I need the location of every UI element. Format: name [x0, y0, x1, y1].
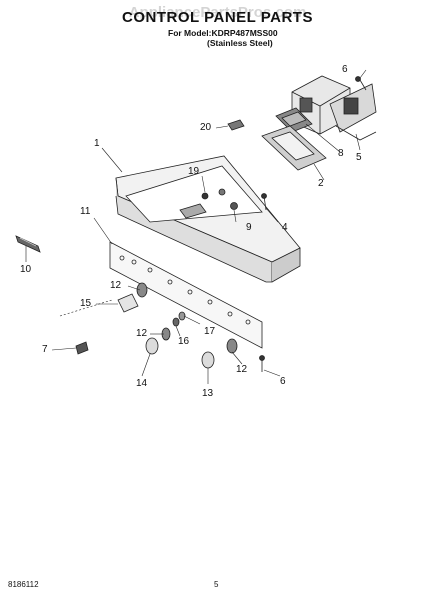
control-plate-part-11	[109, 241, 263, 349]
callout-11: 11	[80, 206, 91, 217]
callout-12c: 12	[236, 364, 248, 375]
diagram-title: CONTROL PANEL PARTS	[122, 9, 313, 26]
callout-1: 1	[94, 138, 100, 149]
vent-part-10	[15, 235, 41, 253]
document-number: 8186112	[8, 580, 39, 589]
callout-4: 4	[282, 222, 288, 233]
console-part-1	[115, 155, 301, 283]
callout-10: 10	[20, 264, 32, 275]
bracket-part-8	[275, 107, 313, 133]
knob-part-13	[201, 338, 238, 369]
callout-12b: 12	[136, 328, 148, 339]
callout-16: 16	[178, 336, 190, 347]
leader-lines	[25, 69, 367, 384]
callout-8: 8	[338, 148, 344, 159]
callout-2: 2	[318, 178, 324, 189]
model-line: For Model:KDRP487MSS00	[168, 28, 278, 38]
fastener-part-19	[201, 192, 209, 200]
spacer-part-16-17	[172, 311, 186, 327]
screw-part-6-bottom	[259, 355, 265, 372]
callout-12a: 12	[110, 280, 122, 291]
clip-part-20	[227, 119, 245, 131]
callout-6-bottom: 6	[280, 376, 286, 387]
callout-15: 15	[80, 298, 92, 309]
callout-19: 19	[188, 166, 200, 177]
nut-part-9b	[230, 202, 238, 210]
callout-20: 20	[200, 122, 212, 133]
page-number: 5	[214, 580, 219, 589]
knob-part-14	[145, 327, 171, 355]
callout-9: 9	[246, 222, 252, 233]
finish-line: (Stainless Steel)	[207, 38, 273, 48]
nut-part-9a	[218, 188, 226, 196]
screw-part-4	[261, 193, 267, 211]
bracket-part-2	[261, 125, 327, 171]
callout-14: 14	[136, 378, 148, 389]
callout-13: 13	[202, 388, 214, 399]
callout-5: 5	[356, 152, 362, 163]
clip-part-7	[75, 341, 89, 355]
callout-7: 7	[42, 344, 48, 355]
callout-17: 17	[204, 326, 216, 337]
knob-part-15	[117, 282, 148, 313]
callout-6-top: 6	[342, 64, 348, 75]
screw-part-6-top	[355, 76, 367, 91]
